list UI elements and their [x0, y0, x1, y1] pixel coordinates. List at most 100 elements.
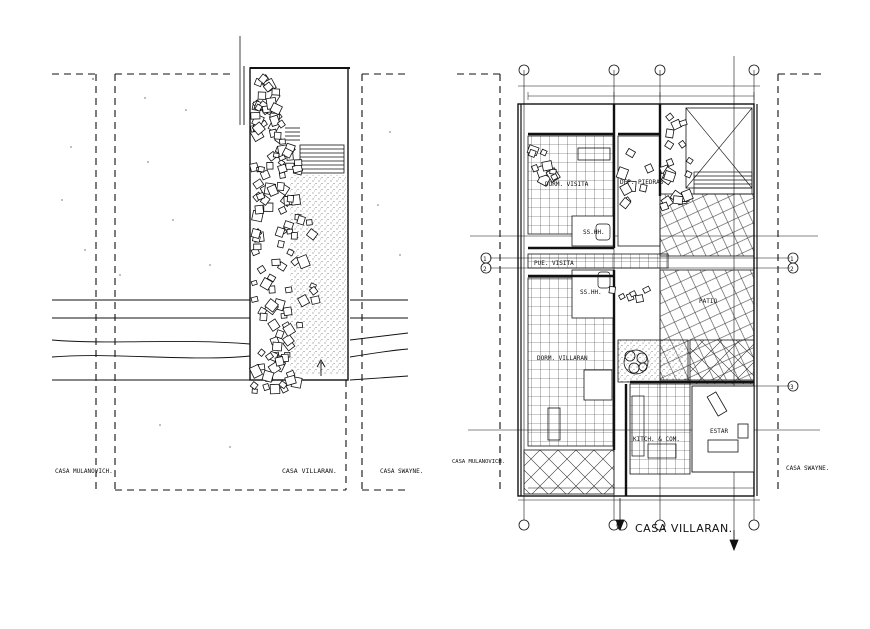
stone — [527, 148, 537, 158]
stone — [281, 333, 295, 347]
stone — [665, 158, 675, 167]
axis-label-1-left: 1 — [483, 256, 487, 263]
drawing-title: CASA VILLARAN. — [635, 522, 733, 535]
stone — [663, 170, 677, 183]
stone — [619, 182, 633, 197]
stone — [639, 183, 648, 193]
stone — [625, 147, 637, 159]
stone — [310, 295, 321, 305]
stone — [278, 154, 287, 162]
right-room-labels: DORM. VISITA DEP. PIEDRAS SS.HH. PUE. VI… — [534, 179, 728, 443]
room-ssuh-lower — [571, 269, 615, 319]
right-floor-plan: 1 2 1 2 3 — [457, 56, 822, 552]
stone — [297, 294, 311, 308]
stone — [308, 285, 319, 296]
stone — [255, 191, 266, 201]
stone — [257, 73, 269, 85]
stone — [269, 383, 281, 395]
stone — [271, 88, 281, 96]
stone — [619, 196, 632, 210]
stone — [644, 163, 655, 174]
label-dorm-villaran: DORM. VILLARAN — [537, 355, 588, 362]
stone — [276, 119, 286, 129]
axis-label-1-right: 1 — [790, 256, 794, 263]
label-ssuh-lower: SS.HH. — [580, 289, 602, 296]
axis-label-2-right: 2 — [790, 266, 794, 273]
left-label-casa-mulanovich: CASA MULANOVICH. — [55, 468, 113, 475]
stone — [294, 159, 303, 167]
room-kitchen — [629, 383, 691, 475]
axis-label-3: 3 — [790, 384, 794, 391]
stone — [618, 292, 626, 301]
stone — [266, 184, 279, 197]
stone — [248, 363, 264, 379]
stone — [256, 264, 267, 275]
stone — [685, 156, 694, 165]
stone — [672, 195, 684, 205]
stone — [251, 121, 266, 136]
label-corridor: PUE. VISITA — [534, 260, 574, 267]
stone — [274, 356, 285, 367]
stone — [257, 91, 267, 100]
stone — [305, 219, 313, 226]
stone — [261, 369, 275, 383]
stone — [278, 380, 288, 390]
stone — [277, 205, 288, 215]
stone — [284, 374, 297, 387]
room-estar — [691, 385, 755, 473]
stone — [276, 181, 285, 192]
stone — [286, 248, 295, 257]
axis-label-2-left: 2 — [483, 266, 487, 273]
stone — [642, 285, 652, 294]
stone — [296, 321, 304, 329]
stone — [253, 243, 262, 251]
stone — [274, 226, 286, 238]
stone — [259, 277, 274, 291]
stone — [252, 178, 265, 190]
stone — [531, 164, 540, 173]
front-terrace — [523, 449, 615, 495]
stone — [539, 148, 548, 157]
stone — [259, 312, 268, 322]
stone — [282, 322, 297, 337]
stone — [262, 383, 271, 392]
left-terrain-lines — [51, 299, 409, 381]
stone — [276, 239, 285, 249]
stone — [282, 306, 293, 317]
stone — [264, 298, 280, 313]
stone — [250, 295, 259, 303]
stone — [286, 194, 295, 203]
stone — [272, 152, 280, 159]
stone — [541, 160, 554, 172]
label-ssuh-upper: SS.HH. — [583, 229, 605, 236]
stone — [634, 294, 645, 304]
stone — [665, 112, 675, 122]
stone — [249, 381, 259, 390]
right-label-casa-swayne: CASA SWAYNE. — [786, 465, 829, 472]
right-stone-path — [526, 112, 694, 304]
stone — [264, 352, 275, 361]
left-label-casa-villaran: CASA VILLARAN. — [282, 467, 337, 475]
stone — [266, 162, 274, 170]
left-neighbor-dashed-lines — [52, 73, 408, 491]
corridor — [527, 253, 669, 269]
left-stairs — [285, 127, 345, 174]
stone — [550, 173, 559, 181]
stone — [250, 112, 261, 120]
label-patio: PATIO — [699, 298, 717, 305]
stone — [262, 81, 274, 93]
right-stairs — [693, 171, 753, 195]
stone — [296, 215, 306, 226]
stone — [678, 139, 687, 149]
right-neighbor-dashed-lines — [457, 73, 822, 490]
stone — [269, 102, 283, 116]
stone — [273, 131, 282, 140]
stone — [250, 228, 262, 239]
stone — [305, 228, 319, 241]
stone — [250, 279, 258, 287]
left-site-plan — [51, 36, 409, 491]
stone — [277, 163, 288, 174]
stone — [684, 170, 693, 179]
